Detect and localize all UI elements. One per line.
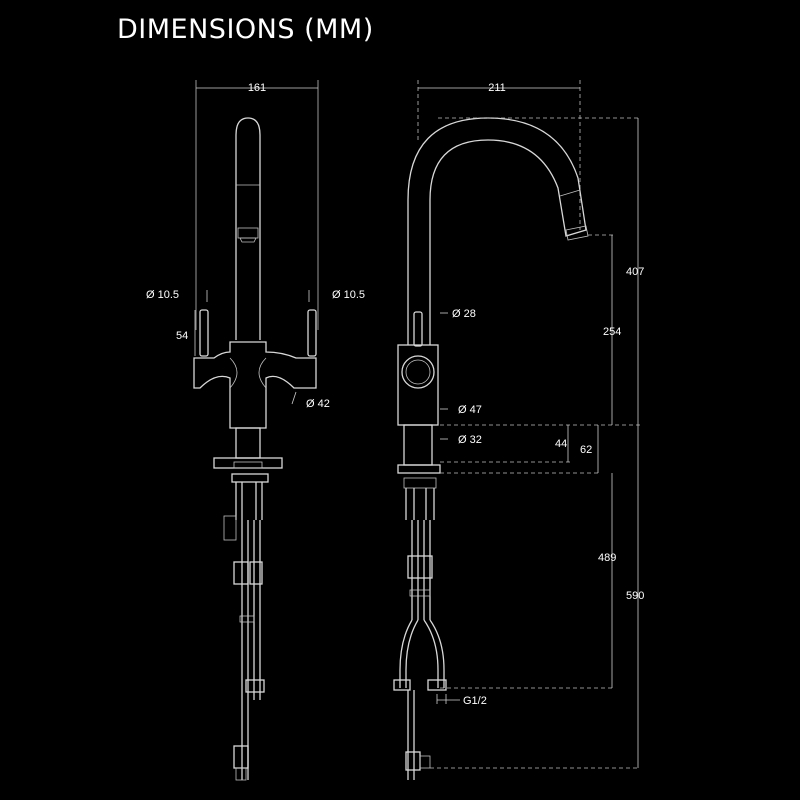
side-spout <box>407 117 589 345</box>
front-hoses <box>233 520 265 781</box>
front-width-label: 161 <box>248 82 266 94</box>
front-handle-diameter-left: Ø 10.5 <box>146 289 179 301</box>
side-view: 211 Ø 28 Ø 47 Ø <box>393 80 644 780</box>
front-handle-diameter-right: Ø 10.5 <box>332 289 365 301</box>
front-body: Ø 42 <box>193 341 330 429</box>
page-title: DIMENSIONS (MM) <box>117 14 374 45</box>
handle-outlet-label: 254 <box>603 326 621 338</box>
total-below-label: 590 <box>626 590 644 602</box>
front-handle-height: 54 <box>176 330 188 342</box>
base-height-b-label: 62 <box>580 444 592 456</box>
thread-label: G1/2 <box>463 695 487 707</box>
side-body <box>397 311 441 520</box>
hose-length-label: 489 <box>598 552 616 564</box>
front-base <box>213 427 283 541</box>
side-base-diameter: Ø 32 <box>458 434 482 446</box>
reach-label: 211 <box>488 82 506 94</box>
reach-dimension: 211 <box>417 80 581 230</box>
side-handle-diameter: Ø 28 <box>452 308 476 320</box>
side-hoses: G1/2 <box>393 520 487 780</box>
side-body-labels: Ø 28 Ø 47 Ø 32 <box>440 308 482 446</box>
vertical-dimensions: 407 254 44 62 489 590 <box>430 117 644 769</box>
spout-height-label: 407 <box>626 266 644 278</box>
front-body-diameter: Ø 42 <box>306 398 330 410</box>
front-width-dimension: 161 <box>195 80 319 330</box>
front-view: 161 Ø 10.5 Ø 10.5 54 Ø 42 <box>146 80 365 781</box>
front-handles: Ø 10.5 Ø 10.5 54 <box>146 289 365 357</box>
front-spout <box>235 117 261 340</box>
side-body-diameter: Ø 47 <box>458 404 482 416</box>
base-height-a-label: 44 <box>555 438 567 450</box>
